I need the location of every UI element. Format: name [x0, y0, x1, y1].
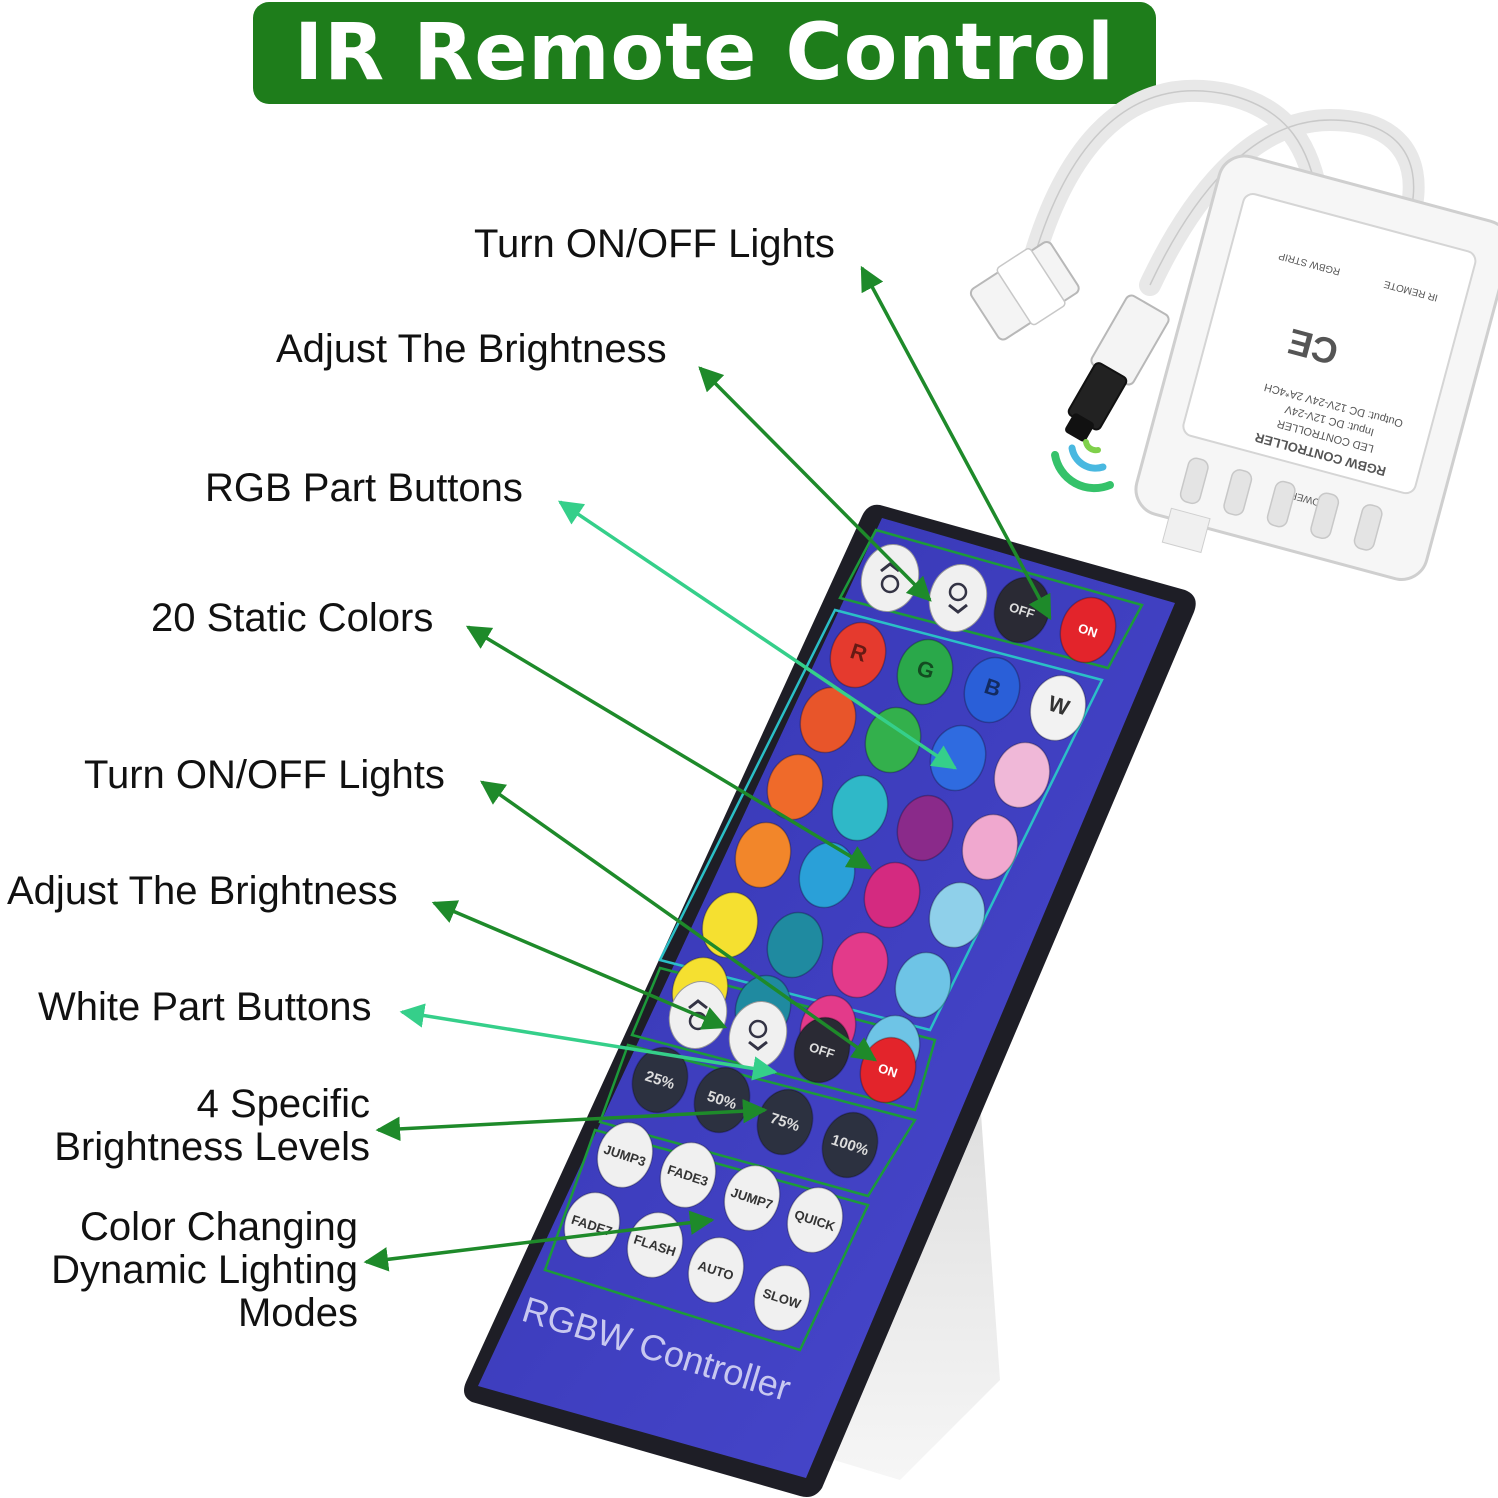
- page-title: IR Remote Control: [294, 8, 1115, 98]
- callout-brightness-levels: 4 Specific Brightness Levels: [54, 1083, 370, 1169]
- callout-line: Dynamic Lighting: [51, 1248, 358, 1292]
- static-color-button-shape: [894, 951, 952, 1019]
- callout-line: 4 Specific: [196, 1082, 370, 1126]
- static-color-button-shape: [928, 881, 986, 949]
- static-color-button[interactable]: [954, 807, 1026, 886]
- color-button-b[interactable]: B: [956, 650, 1028, 729]
- mode-button-shape: [786, 1186, 844, 1254]
- callout-brightness-white: Adjust The Brightness: [7, 869, 398, 913]
- mode-button[interactable]: QUICK: [779, 1180, 851, 1259]
- callout-static-colors: 20 Static Colors: [151, 596, 434, 640]
- signal-wave-icon: [1083, 439, 1101, 454]
- led-controller: RGBW CONTROLLER LED CONTROLLER Input: DC…: [969, 79, 1498, 581]
- callout-white-part: White Part Buttons: [38, 985, 372, 1029]
- controller-vents: [1179, 457, 1383, 551]
- level-button[interactable]: 75%: [749, 1082, 821, 1161]
- signal-wave-icon: [1068, 444, 1107, 472]
- static-color-button[interactable]: [887, 945, 959, 1024]
- title-banner: IR Remote Control: [253, 2, 1156, 104]
- static-color-button[interactable]: [986, 735, 1058, 814]
- arrow-on-off-top: [860, 265, 1052, 621]
- level-button[interactable]: 100%: [814, 1105, 886, 1184]
- color-button-w[interactable]: W: [1022, 668, 1094, 747]
- callout-line: Brightness Levels: [54, 1125, 370, 1169]
- controller-cable-outline: [1029, 90, 1319, 273]
- callout-rgb-part: RGB Part Buttons: [205, 466, 523, 510]
- static-color-button-shape: [993, 741, 1051, 809]
- callout-brightness-top: Adjust The Brightness: [276, 327, 667, 371]
- mode-button-shape: [723, 1164, 781, 1232]
- callout-line: Modes: [237, 1291, 358, 1335]
- mode-button[interactable]: FADE3: [652, 1135, 724, 1214]
- callout-on-off-white: Turn ON/OFF Lights: [84, 753, 445, 797]
- controller-cable-outline: [1149, 119, 1415, 286]
- static-color-button-shape: [896, 794, 954, 862]
- arrow-dynamic-modes: [363, 1210, 715, 1272]
- static-color-button[interactable]: [921, 875, 993, 954]
- controller-label-panel: [1182, 193, 1477, 495]
- arrow-brightness-levels: [375, 1098, 768, 1142]
- arrow-brightness-top: [698, 366, 932, 602]
- mode-button-shape: [753, 1264, 811, 1332]
- color-button-b-label: B: [981, 673, 1004, 702]
- signal-wave-icon: [1051, 451, 1114, 493]
- mode-button[interactable]: SLOW: [746, 1258, 818, 1337]
- white-on-button-label: ON: [876, 1060, 899, 1080]
- ir-receiver-plug: [1065, 294, 1170, 442]
- static-color-button-shape: [961, 813, 1019, 881]
- static-color-button[interactable]: [889, 788, 961, 867]
- mode-button[interactable]: JUMP7: [716, 1158, 788, 1237]
- callout-arrows: [363, 265, 1052, 1272]
- on-button-label: ON: [1076, 620, 1099, 640]
- level-button-shape: [821, 1111, 879, 1179]
- on-button-shape: [1059, 596, 1117, 664]
- ir-remote: OFFONRGBWOFFON25%50%75%100%JUMP3FADE3JUM…: [464, 504, 1196, 1497]
- callout-dynamic-modes: Color Changing Dynamic Lighting Modes: [51, 1206, 358, 1335]
- mounting-tab: [1161, 507, 1211, 554]
- callout-line: Color Changing: [80, 1205, 358, 1249]
- mode-button-shape: [659, 1141, 717, 1209]
- strip-connector: [969, 241, 1080, 341]
- on-button[interactable]: ON: [1052, 590, 1124, 669]
- color-button-b-shape: [963, 656, 1021, 724]
- color-button-w-shape: [1029, 674, 1087, 742]
- callout-on-off-top: Turn ON/OFF Lights: [474, 222, 835, 266]
- arrow-white-part: [399, 1003, 778, 1081]
